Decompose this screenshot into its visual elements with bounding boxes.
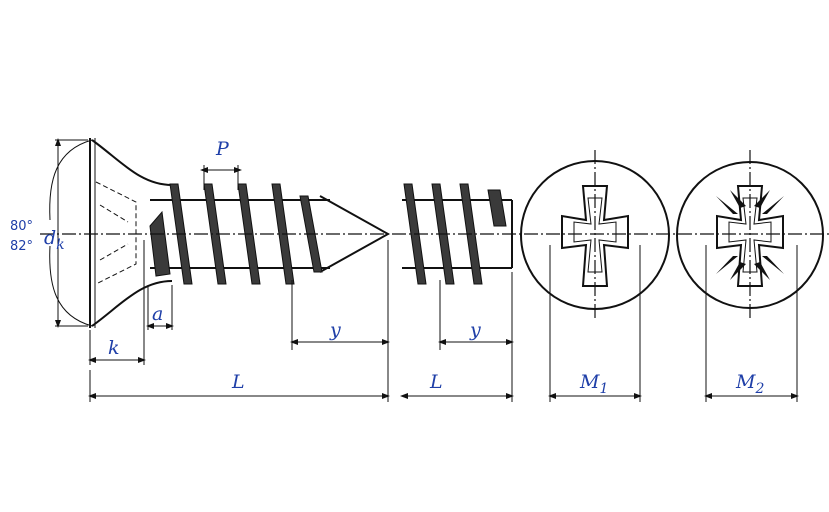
label-recess-1: M1 — [579, 371, 608, 397]
label-angle-82: 82° — [10, 239, 33, 254]
thread-flight — [487, 189, 507, 227]
label-head-height: k — [108, 337, 120, 359]
label-tip-2: y — [469, 319, 481, 341]
label-angle-80: 80° — [10, 219, 33, 234]
label-recess-2: M2 — [735, 371, 764, 397]
label-recess-1-main: M — [579, 371, 600, 393]
label-head-diameter-sub: k — [56, 237, 64, 253]
label-underhead: a — [152, 303, 163, 325]
label-head-diameter-main: d — [44, 227, 56, 249]
dimension-lines — [55, 138, 799, 402]
label-length-2: L — [429, 371, 443, 393]
thread-flight — [203, 183, 227, 285]
head-view-pozidriv — [676, 150, 824, 320]
label-length-1: L — [231, 371, 245, 393]
pozidriv-cross-recess-icon — [716, 185, 784, 287]
label-recess-2-sub: 2 — [754, 381, 764, 397]
head-view-phillips — [520, 150, 670, 320]
label-pitch: P — [215, 138, 230, 160]
label-recess-2-main: M — [735, 371, 756, 393]
screw-head — [49, 138, 173, 328]
label-head-diameter: dk — [44, 227, 65, 253]
label-recess-1-sub: 1 — [599, 381, 608, 397]
phillips-cross-recess-icon — [561, 185, 629, 287]
label-tip-1: y — [329, 319, 341, 341]
